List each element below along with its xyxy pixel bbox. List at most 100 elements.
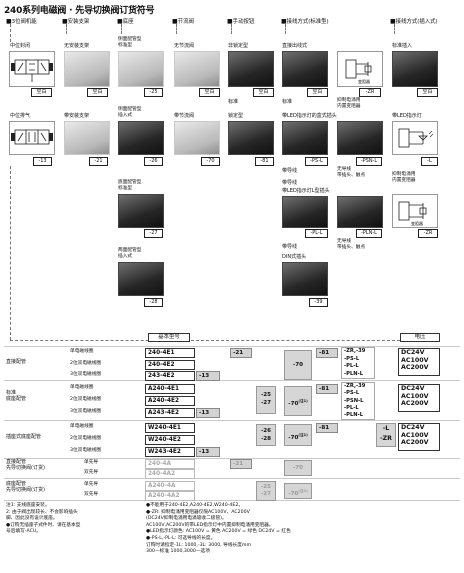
non-locking-label: 非锁定型 (228, 43, 249, 49)
direct-outlet-label: 直接出线式 (282, 43, 308, 49)
option-13: -13 (196, 408, 220, 418)
with-bracket-code: -21 (89, 157, 108, 166)
no-throttle-photo (174, 51, 220, 87)
row-sub: 2位双电磁线圈 (70, 436, 102, 441)
model-code: A243-4E2 (145, 408, 195, 418)
option-70: -70 (284, 350, 312, 380)
model-code: W243-4E2 (145, 447, 195, 457)
with-conductor-label: 带导线 (282, 168, 298, 174)
plugin-zr-code: -ZR (418, 229, 438, 238)
option-25-27: -25 -27 (256, 481, 276, 501)
valve-bracket-photo (64, 121, 110, 155)
header-mounting: ■安装支架 (62, 18, 90, 25)
option-21: -21 (230, 348, 252, 358)
psnl-photo (337, 121, 383, 155)
plugin-photo (392, 51, 438, 87)
model-code: 240-4E2 (145, 360, 195, 370)
row-sub: 单先导 (84, 460, 99, 465)
side-std-label: 侧面配管型 标准型 (118, 37, 142, 48)
without-throttle-label: 无节流阀 (174, 43, 195, 49)
row-sub: 单电磁线圈 (70, 349, 94, 354)
middle-exhaust-code: -13 (33, 157, 52, 166)
direct-outlet-code: 空白 (307, 88, 328, 97)
header-wiring-std: ■接线方式(标准型) (281, 18, 329, 25)
model-code: A240-4E2 (145, 396, 195, 406)
plnl-photo (337, 196, 383, 228)
led-box-label: 带LED指示灯的盒式插头 (282, 113, 337, 119)
option-81: -81 (316, 423, 338, 433)
option-13: -13 (196, 371, 220, 381)
din-plug-label: DIN式插头 (282, 254, 307, 260)
option-25-27: -25 -27 (256, 386, 276, 414)
led-circuit-symbol (392, 121, 438, 155)
model-code: 240-4A (145, 459, 195, 469)
pll-code: -PL-L (305, 229, 328, 238)
row-sub: 3位双电磁线圈 (70, 448, 102, 453)
row-sub: 双先导 (84, 492, 99, 497)
valve-no-bracket-photo (64, 51, 110, 87)
non-locking-code: 空白 (253, 88, 274, 97)
wiring-options-base: -ZR,-39-PS-L-PSN-L-PL-L-PLN-L (341, 382, 375, 421)
option-21: -21 (230, 459, 252, 469)
led-l-plug-label: 带LED指示灯L型插头 (282, 188, 330, 194)
row-sub: 单先导 (84, 482, 99, 487)
model-code: A240-4A (145, 481, 195, 491)
locking-code: -81 (255, 157, 274, 166)
middle-closed-label: 中位封闭 (10, 43, 31, 49)
surge-suppressor-label: 抑制电涌用 内置变阻器 (337, 98, 361, 109)
option-70: -70(注1) (284, 483, 312, 499)
row-sub: 3位双电磁线圈 (70, 372, 102, 377)
plugin-led-code: -L (421, 157, 438, 166)
wiring-options-direct: -ZR,-39-PS-L-PL-L-PLN-L (341, 347, 375, 380)
locking-photo (228, 121, 274, 155)
locking-label: 锁定型 (228, 113, 244, 119)
plugin-surge-label: 抑制电涌用 内置变阻器 (392, 172, 416, 183)
bottom-std-label: 底面配管型 标准型 (118, 180, 142, 191)
with-throttle-label: 带节流阀 (174, 113, 195, 119)
header-manual: ■手动按钮 (227, 18, 255, 25)
plugin-led-label: 带LED指示灯 (392, 113, 422, 119)
psl-code: -PS-L (305, 157, 328, 166)
side-plugin-label: 侧面配管型 插入式 (118, 107, 142, 118)
option-26-28: -26 -28 (256, 424, 276, 446)
header-wiring-plugin: ■接线方式(插入式) (390, 18, 438, 25)
middle-closed-symbol (9, 51, 55, 87)
din-plug-photo (282, 262, 328, 296)
model-code: W240-4E1 (145, 423, 195, 433)
model-code: A240-4A2 (145, 491, 195, 501)
side-std-code: -25 (144, 88, 163, 97)
base-model-header: 基本型号 (148, 333, 190, 342)
row-sub: 单电磁线圈 (70, 424, 94, 429)
row-sub: 3位双电磁线圈 (70, 409, 102, 414)
without-bracket-code: 空白 (87, 88, 108, 97)
row-sub: 单电磁线圈 (70, 385, 94, 390)
zr-code: -ZR (359, 88, 381, 97)
group-direct-piping: 直接配管 (6, 359, 27, 365)
both-plugin-photo (118, 262, 164, 296)
group-socket-base: 插座式底座配管 (6, 434, 42, 440)
bottom-std-code: -27 (144, 229, 163, 238)
middle-exhaust-label: 中位排气 (10, 113, 31, 119)
without-throttle-code: 空白 (199, 88, 220, 97)
row-sub: 双先导 (84, 470, 99, 475)
bottom-std-photo (118, 194, 164, 228)
side-std-photo (118, 51, 164, 87)
with-throttle-code: -70 (201, 157, 220, 166)
row-sub: 2位双电磁线圈 (70, 361, 102, 366)
voltage-header: 电压 (400, 333, 440, 342)
plugin-std-label: 标准插入 (392, 43, 413, 49)
non-locking-photo (228, 51, 274, 87)
option-81: -81 (316, 348, 338, 358)
zr-circuit-symbol: 变阻器 (337, 51, 383, 87)
option-70: -70(注1) (284, 424, 312, 446)
middle-closed-code: 空白 (31, 88, 52, 97)
group-base-pilot: 底座配管 先导切换阀(订货) (6, 481, 45, 494)
footnotes-right: ●不能用于240-4E2,A240-4E2,W240-4E2。 ●-ZR: 抑制… (146, 503, 291, 555)
plugin-code: 空白 (417, 88, 438, 97)
model-code: W240-4E2 (145, 435, 195, 445)
pll-photo (282, 196, 328, 228)
psl-photo (282, 121, 328, 155)
both-plugin-label: 两面配管型 插入式 (118, 248, 142, 259)
